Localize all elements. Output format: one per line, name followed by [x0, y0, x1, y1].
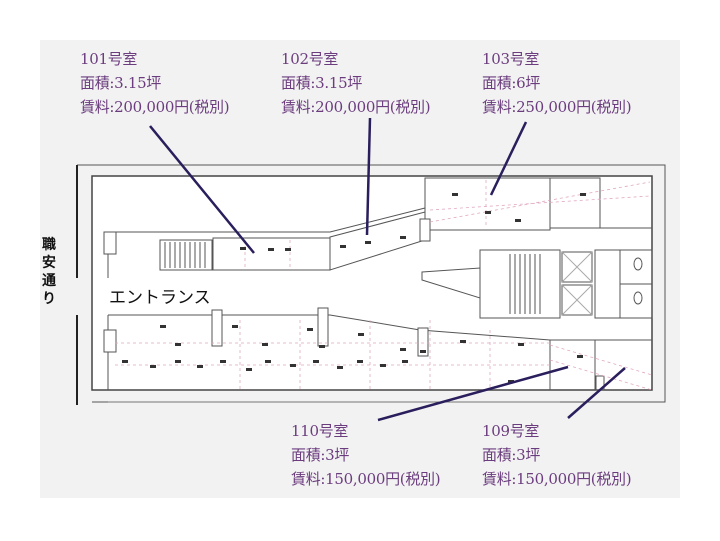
room-rent: 賃料:250,000円(税別) — [482, 98, 632, 116]
stair-upper-left — [159, 239, 213, 271]
leader-102 — [365, 117, 372, 236]
leader-109 — [567, 367, 626, 419]
leader-103 — [489, 121, 528, 196]
room-rent: 賃料:150,000円(税別) — [291, 470, 441, 488]
room-name: 109号室 — [482, 422, 540, 440]
room-area: 面積:3坪 — [291, 446, 350, 464]
room-area: 面積:3坪 — [482, 446, 541, 464]
room-area: 面積:3.15坪 — [281, 74, 363, 92]
room-rent: 賃料:200,000円(税別) — [80, 98, 230, 116]
room-109-label: 109号室 面積:3坪 賃料:150,000円(税別) — [482, 419, 632, 491]
room-rent: 賃料:150,000円(税別) — [482, 470, 632, 488]
room-name: 110号室 — [291, 422, 349, 440]
room-area: 面積:3.15坪 — [80, 74, 162, 92]
room-103-label: 103号室 面積:6坪 賃料:250,000円(税別) — [482, 47, 632, 119]
entrance-label: エントランス — [109, 288, 211, 308]
leader-110 — [377, 365, 569, 422]
room-name: 103号室 — [482, 50, 540, 68]
fixture-tags — [122, 193, 586, 383]
room-area: 面積:6坪 — [482, 74, 541, 92]
room-name: 101号室 — [80, 50, 138, 68]
leader-101 — [149, 125, 255, 254]
room-102-label: 102号室 面積:3.15坪 賃料:200,000円(税別) — [281, 47, 431, 119]
building-interior — [91, 175, 653, 391]
room-rent: 賃料:200,000円(税別) — [281, 98, 431, 116]
elevator-1 — [561, 251, 593, 283]
room-110-label: 110号室 面積:3坪 賃料:150,000円(税別) — [291, 419, 441, 491]
street-label: 職安通り — [42, 237, 56, 307]
room-name: 102号室 — [281, 50, 339, 68]
room-101-label: 101号室 面積:3.15坪 賃料:200,000円(税別) — [80, 47, 230, 119]
elevator-2 — [561, 284, 593, 316]
core-stair — [479, 249, 561, 319]
